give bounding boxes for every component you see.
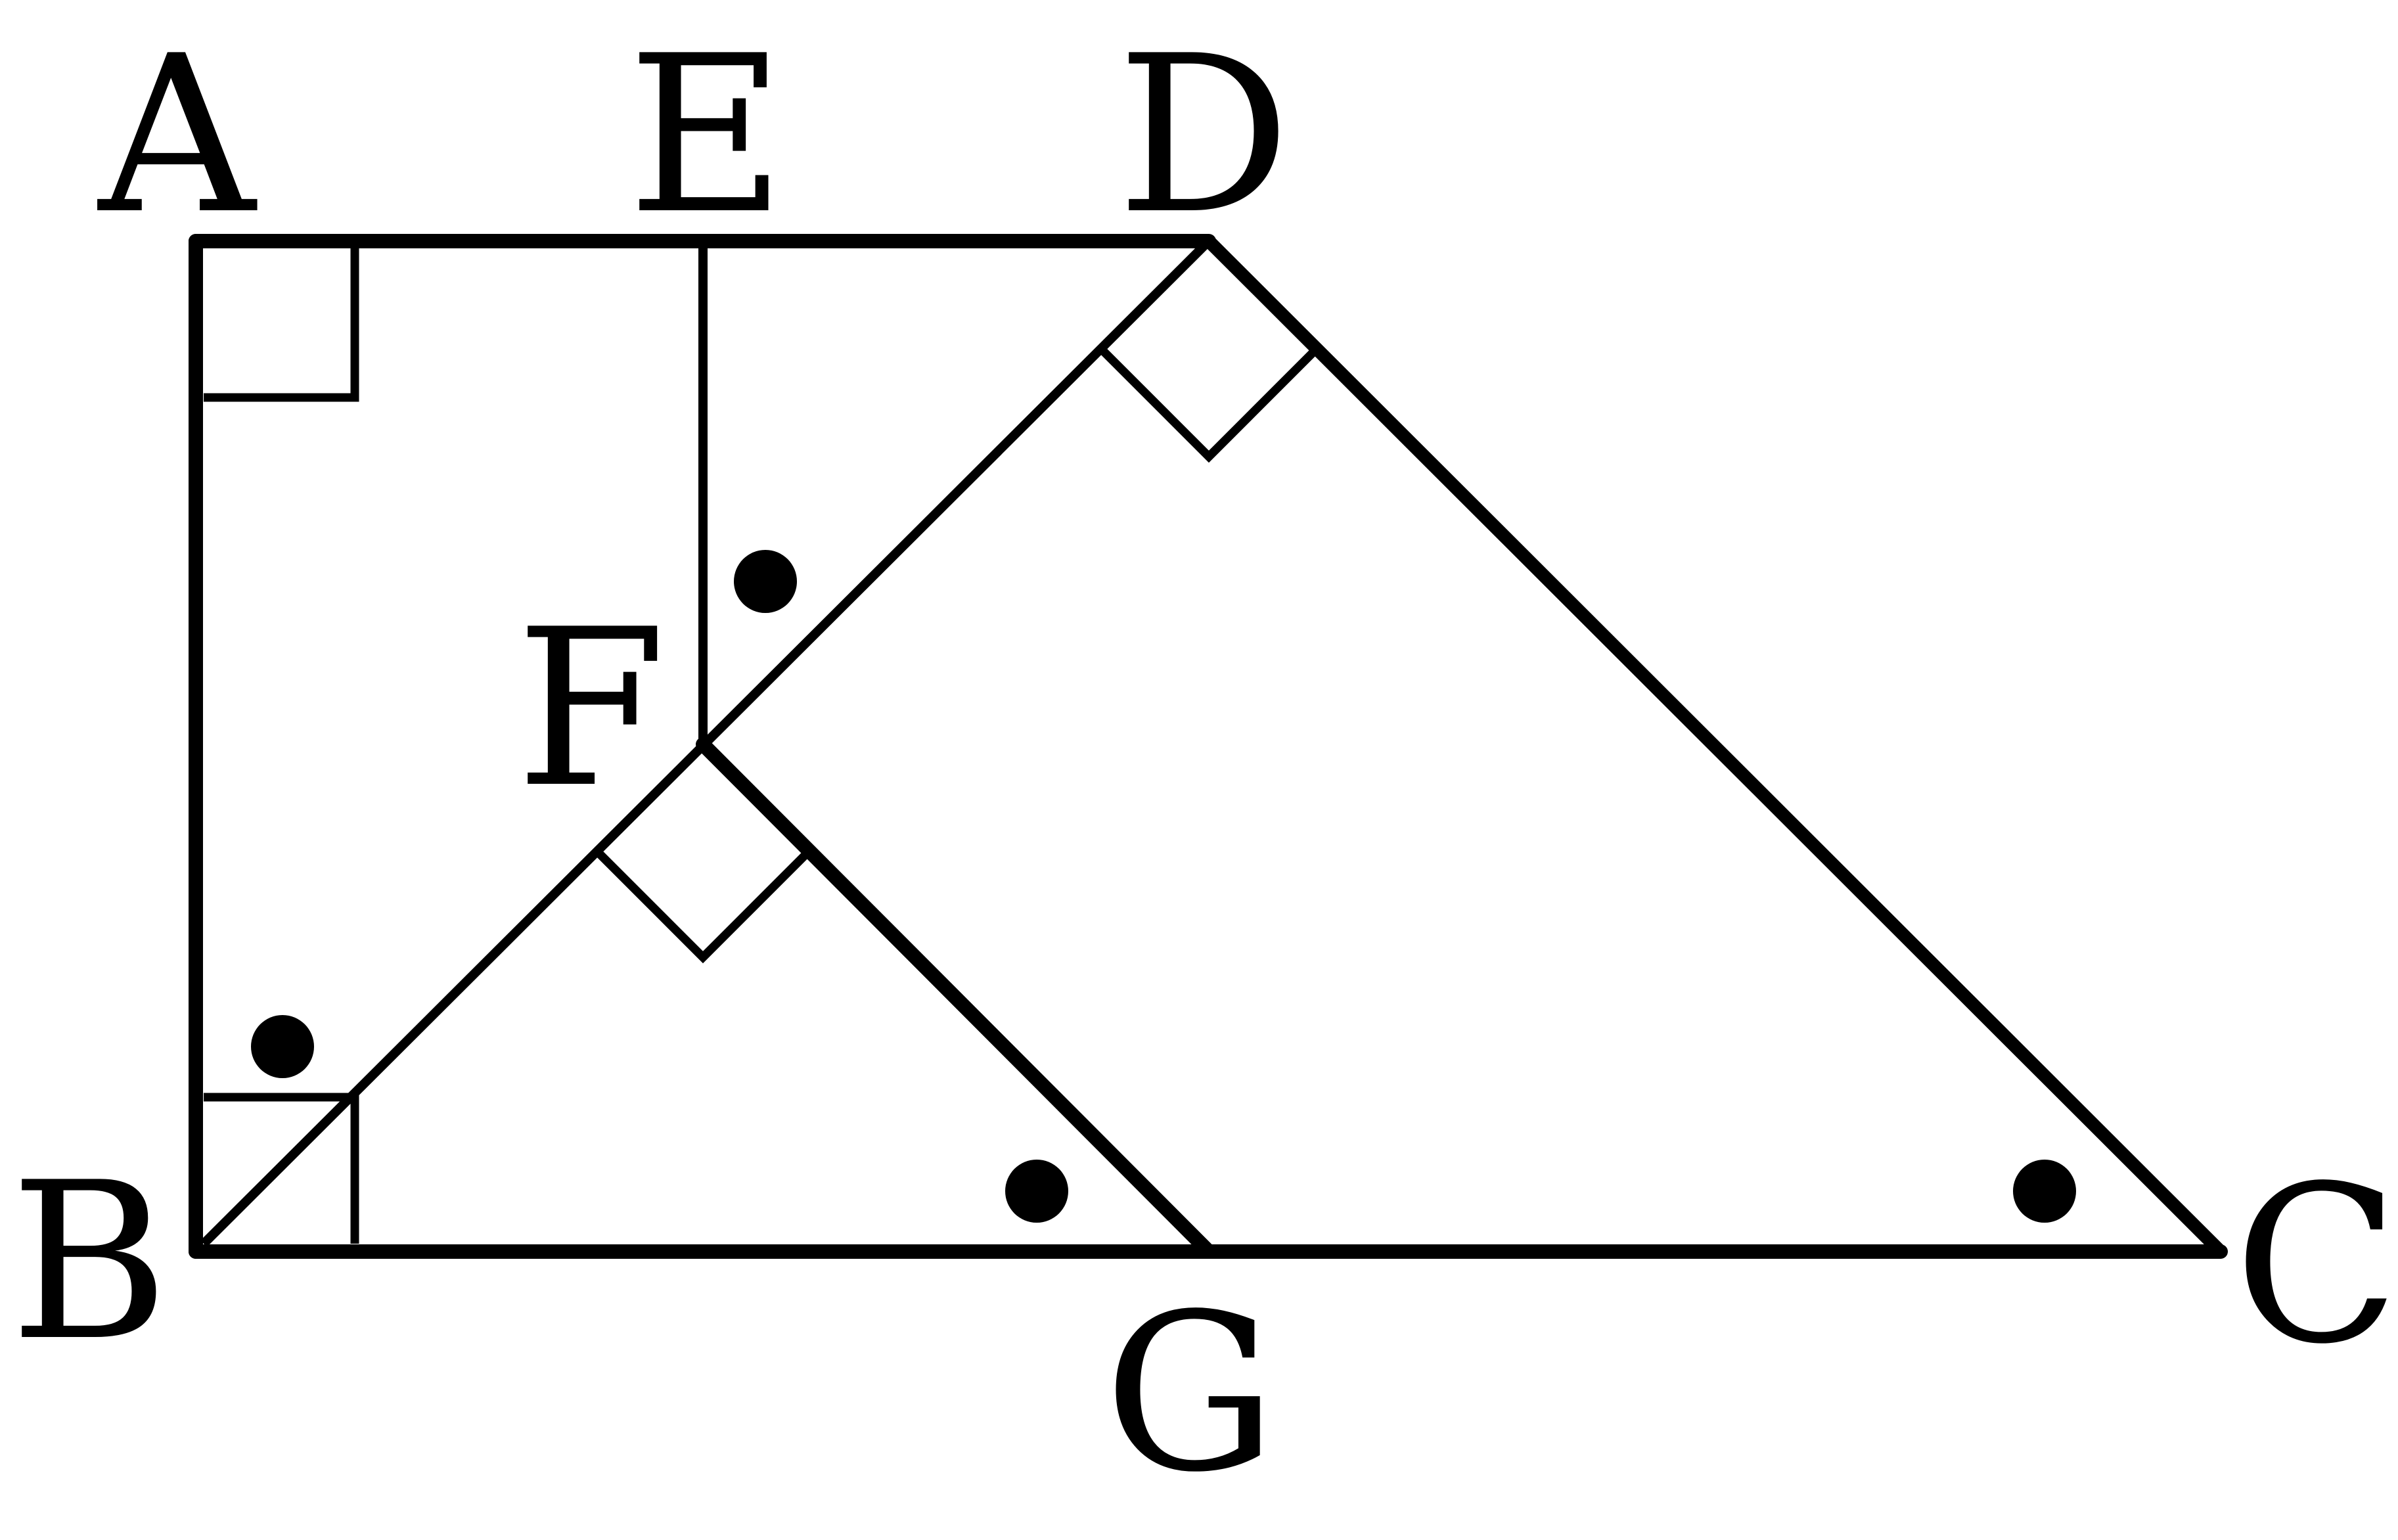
right-angle-mark-d [1100, 348, 1317, 463]
right-angle-mark-b [204, 1093, 359, 1244]
point-label-b: B [10, 1136, 170, 1388]
point-label-c: C [2234, 1139, 2398, 1392]
angle-dot-fgb [1005, 1160, 1068, 1223]
segment-fg [696, 737, 1216, 1259]
point-label-a: A [95, 9, 258, 261]
angle-dot-efd [734, 550, 797, 613]
point-label-e: E [627, 9, 786, 261]
point-label-g: G [1104, 1267, 1277, 1520]
point-label-d: D [1117, 9, 1291, 261]
point-label-f: F [516, 583, 666, 835]
right-angle-mark-f [595, 849, 811, 964]
angle-dot-abf [251, 1015, 314, 1078]
right-angle-mark-a [204, 241, 359, 402]
segment-dc [1202, 235, 2227, 1258]
angle-dot-dcb [2013, 1160, 2076, 1223]
